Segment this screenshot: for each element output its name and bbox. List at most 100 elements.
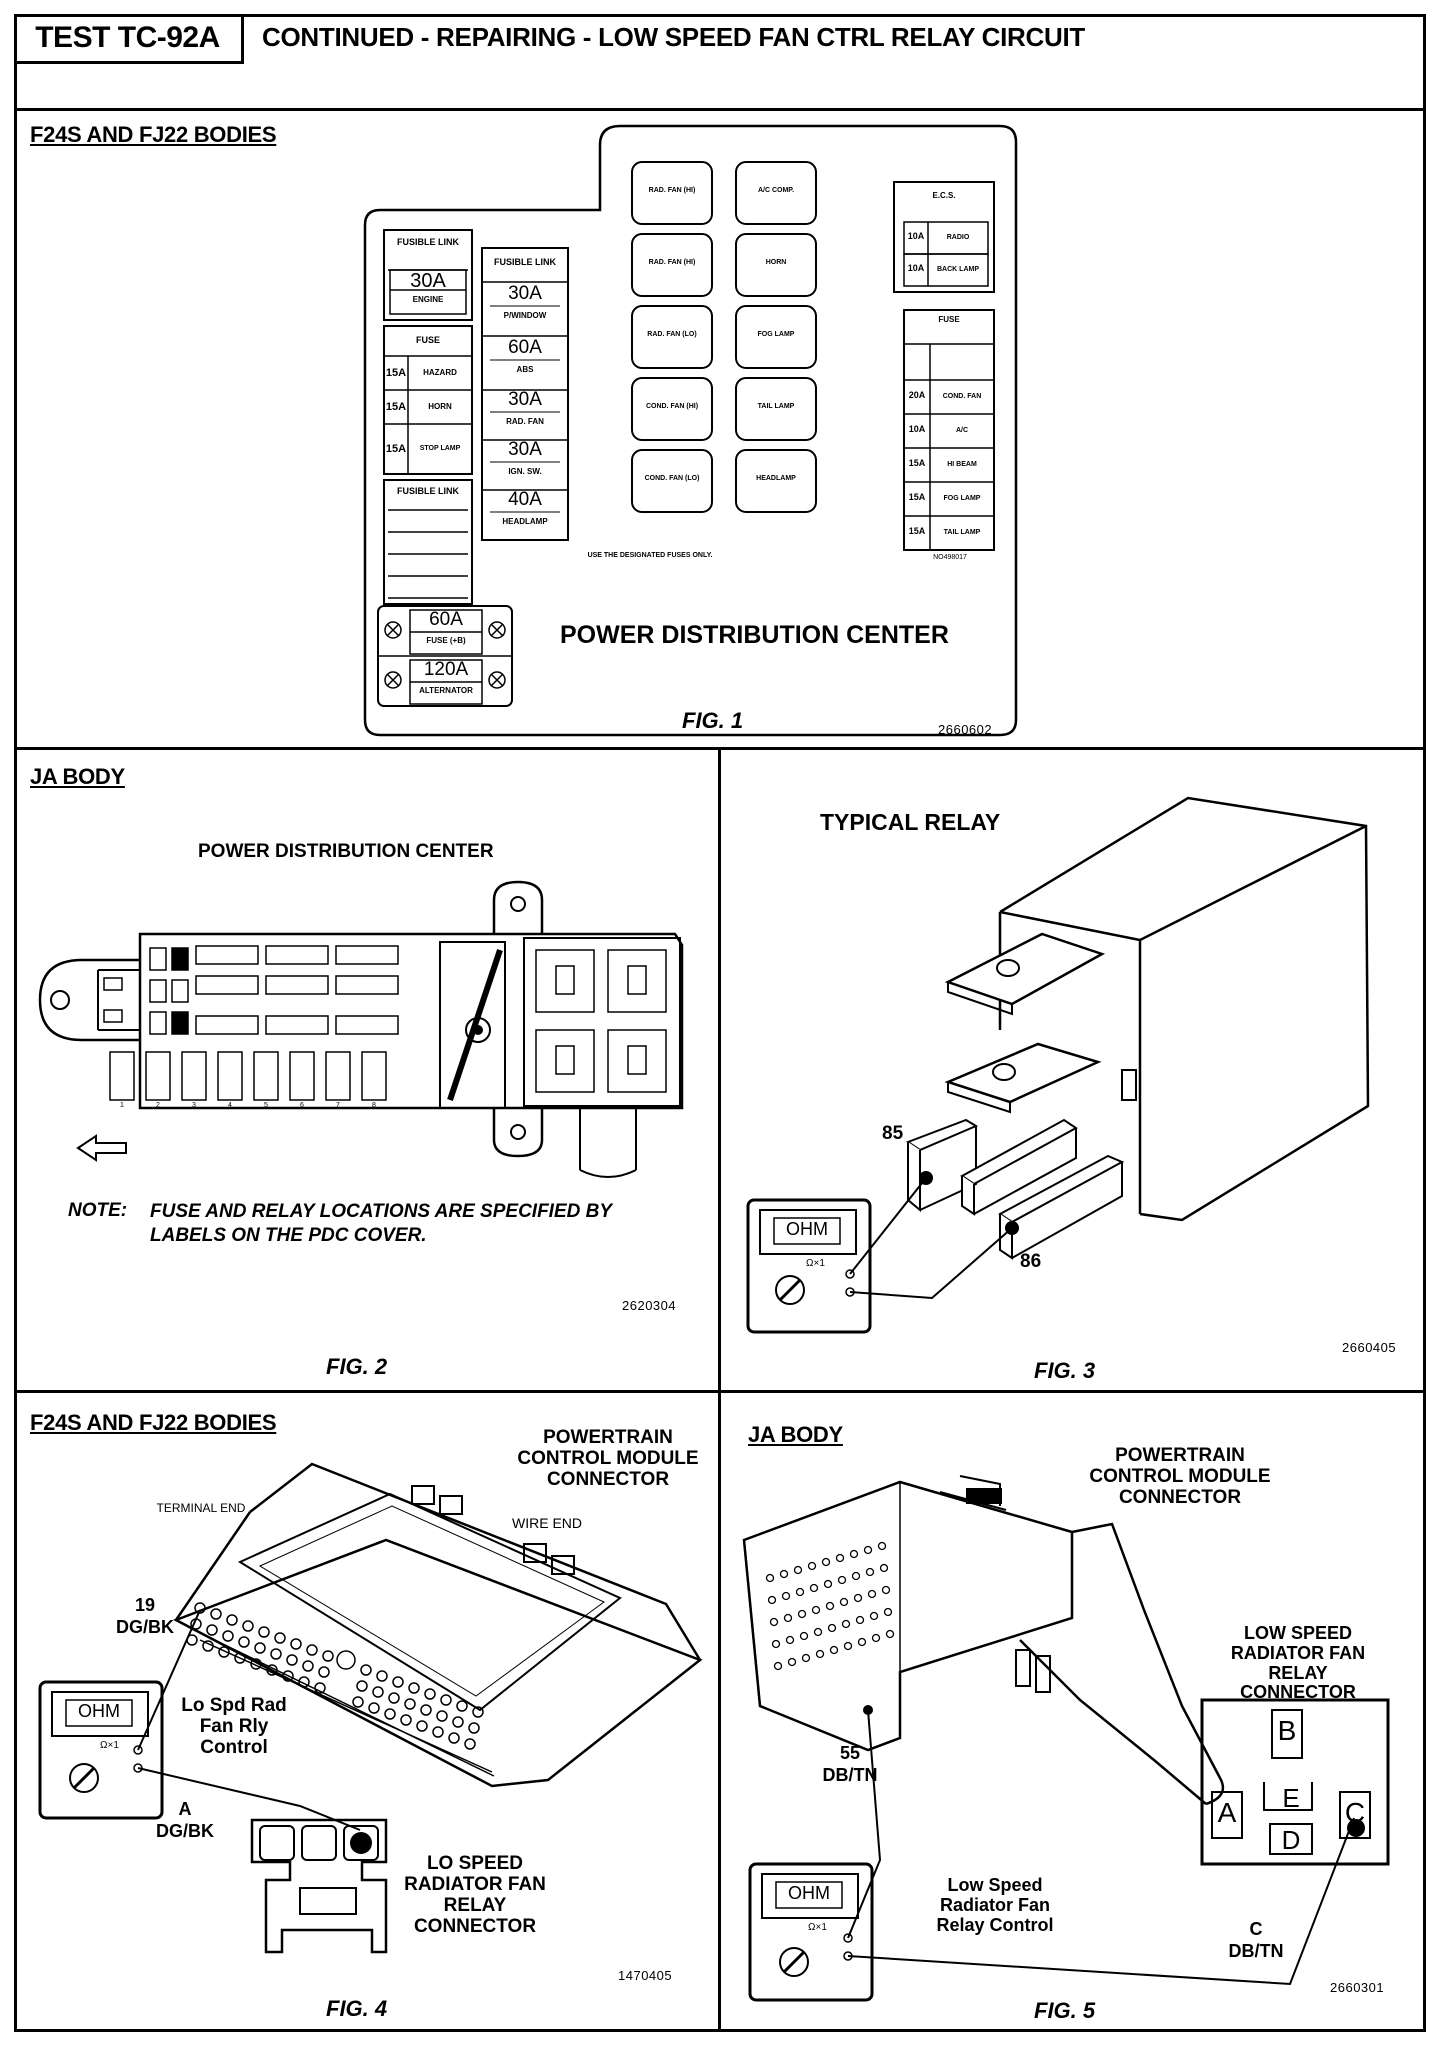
link-name: IGN. SW. (508, 467, 542, 476)
fusible-link-label-2: FUSIBLE LINK (397, 486, 459, 496)
pdc-fuse-number: 1 (120, 1102, 124, 1109)
relay-label: FOG LAMP (757, 331, 795, 338)
fig4-caption: FIG. 4 (326, 1996, 388, 2021)
relay-label: HORN (765, 259, 787, 266)
fig2-code: 2620304 (622, 1298, 677, 1313)
fig5-section-label: JA BODY (748, 1422, 843, 1447)
fuse-block-amp: 20A (908, 390, 926, 400)
fig3-caption: FIG. 3 (1034, 1358, 1096, 1383)
fig2-caption: FIG. 2 (326, 1354, 388, 1379)
link-amp: 30A (508, 389, 542, 410)
fig5-connector-title: POWERTRAIN CONTROL MODULE CONNECTOR (1089, 1445, 1271, 1508)
wire-end-label: WIRE END (512, 1515, 582, 1531)
link-amp: 30A (508, 283, 542, 304)
ecs-fuse-amp: 10A (907, 231, 925, 241)
relay-label: RAD. FAN (HI) (648, 259, 696, 266)
fig4-relay-connector-label: LO SPEED RADIATOR FAN RELAY CONNECTOR (404, 1853, 546, 1937)
fig2-title: POWER DISTRIBUTION CENTER (198, 841, 494, 862)
fig5-code: 2660301 (1330, 1980, 1385, 1995)
fuse-amp: 15A (385, 443, 407, 455)
fig4-cavity: A (178, 1799, 192, 1819)
fuse-block-amp: 15A (908, 526, 926, 536)
fig5-pin-number: 55 (839, 1743, 861, 1763)
fig5-relay-connector-label: LOW SPEED RADIATOR FAN RELAY CONNECTOR (1230, 1623, 1366, 1703)
fig4-code: 1470405 (618, 1968, 673, 1983)
fig3-meter-label: OHM (786, 1219, 828, 1239)
link-amp: 60A (508, 337, 542, 358)
fuse-block-amp: 10A (908, 424, 926, 434)
fig5-cavity-wire: DB/TN (1228, 1941, 1284, 1961)
ecs-label: E.C.S. (932, 191, 956, 200)
fuse-name: HAZARD (423, 368, 457, 377)
pdc-fuse-number: 4 (228, 1102, 232, 1109)
fuse-block-name: HI BEAM (947, 461, 977, 468)
ecs-fuse-amp: 10A (907, 263, 925, 273)
page-title: CONTINUED - REPAIRING - LOW SPEED FAN CT… (262, 22, 1085, 52)
fig5-circuit: Low Speed Radiator Fan Relay Control (936, 1875, 1054, 1935)
fig5-cavity-c: C (1344, 1797, 1366, 1828)
fuse-amp: 15A (385, 367, 407, 379)
relay-label: COND. FAN (HI) (645, 403, 699, 410)
fuse-block-amp: 15A (908, 492, 926, 502)
fuse-name: STOP LAMP (419, 445, 461, 452)
fuse-block-name: COND. FAN (942, 393, 982, 400)
fig1-title: POWER DISTRIBUTION CENTER (560, 621, 949, 649)
fig5-cavity-d: D (1281, 1825, 1301, 1855)
link-amp: 40A (508, 489, 542, 510)
pdc-fuse-number: 2 (156, 1102, 160, 1109)
link-name: P/WINDOW (503, 311, 547, 320)
fig5-cavity-b: B (1277, 1715, 1297, 1746)
fuse-block-name: TAIL LAMP (943, 529, 981, 536)
fig4-connector-title: POWERTRAIN CONTROL MODULE CONNECTOR (517, 1427, 699, 1490)
fig1-code: 2660602 (938, 722, 993, 737)
fuse-amp: 15A (385, 401, 407, 413)
pdc-fuse-number: 7 (336, 1102, 340, 1109)
link-name: HEADLAMP (502, 517, 548, 526)
fig5-cavity-e: E (1282, 1783, 1300, 1813)
fig4-section-label: F24S AND FJ22 BODIES (30, 1410, 277, 1435)
big-fuse-name: FUSE (+B) (426, 636, 466, 645)
fig2-note-label: NOTE: (68, 1200, 128, 1221)
relay-label: RAD. FAN (HI) (648, 187, 696, 194)
fig2-note-text: FUSE AND RELAY LOCATIONS ARE SPECIFIED B… (150, 1201, 612, 1246)
fig5-caption: FIG. 5 (1034, 1998, 1096, 2023)
fig5-cavity-a: A (1217, 1797, 1237, 1828)
link-name: ABS (516, 365, 534, 374)
fig1-note: USE THE DESIGNATED FUSES ONLY. (587, 552, 713, 559)
fusible-link-label-col2: FUSIBLE LINK (494, 257, 556, 267)
fuse-block-label: FUSE (938, 315, 960, 324)
fuse-name: HORN (428, 402, 452, 411)
relay-label: COND. FAN (LO) (644, 475, 700, 482)
fig4-meter-range: Ω×1 (100, 1740, 119, 1751)
link-amp: 30A (508, 439, 542, 460)
fuse-block-name: FOG LAMP (943, 495, 981, 502)
relay-pin-86: 86 (1020, 1251, 1042, 1272)
fig3-title: TYPICAL RELAY (820, 809, 1001, 835)
relay-label: A/C COMP. (757, 187, 795, 194)
fig3-code: 2660405 (1342, 1340, 1397, 1355)
fig5-pin-wire: DB/TN (822, 1765, 878, 1785)
fig5-cavity-label: C (1249, 1919, 1263, 1939)
fig5-meter-label: OHM (788, 1883, 830, 1903)
engine-fuse-label: ENGINE (412, 295, 444, 304)
ecs-fuse-name: BACK LAMP (937, 266, 979, 273)
big-fuse-name: ALTERNATOR (419, 686, 473, 695)
ecs-fuse-name: RADIO (946, 234, 970, 241)
fig4-pin-number: 19 (134, 1595, 156, 1615)
fig1-caption: FIG. 1 (682, 708, 744, 733)
pdc-fuse-number: 3 (192, 1102, 196, 1109)
big-fuse-amp: 60A (429, 609, 463, 630)
fig3-meter-range: Ω×1 (806, 1258, 825, 1269)
link-name: RAD. FAN (506, 417, 544, 426)
fig1-section-label: F24S AND FJ22 BODIES (30, 122, 277, 147)
fig4-cavity-wire: DG/BK (156, 1821, 214, 1841)
relay-label: TAIL LAMP (757, 403, 795, 410)
divider-header (14, 108, 1426, 111)
test-id: TEST TC-92A (35, 20, 220, 54)
fuse-block-name: A/C (955, 427, 969, 434)
fusible-link-label-1: FUSIBLE LINK (397, 237, 459, 247)
fig4-circuit: Lo Spd Rad Fan Rly Control (181, 1695, 287, 1758)
fuse-block-amp: 15A (908, 458, 926, 468)
relay-label: HEADLAMP (756, 475, 796, 482)
engine-fuse-amp: 30A (410, 270, 446, 292)
